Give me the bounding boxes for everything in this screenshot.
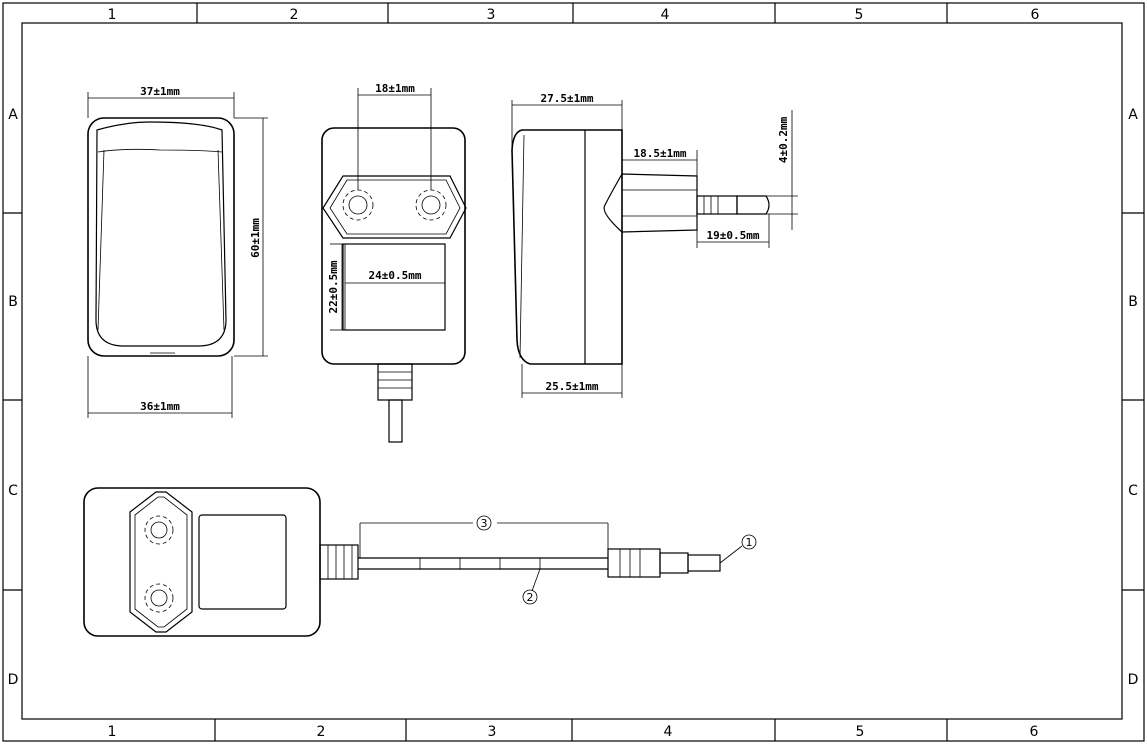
dim-pin-length: 19±0.5mm bbox=[707, 229, 760, 242]
balloon-1-circle bbox=[741, 534, 757, 550]
assembly-view bbox=[83, 487, 721, 637]
dim-label-height: 22±0.5mm bbox=[327, 260, 340, 313]
balloon-cable-length: 3 bbox=[481, 517, 488, 530]
row-label-left-b: B bbox=[8, 294, 18, 310]
dim-front-top-width: 37±1mm bbox=[140, 85, 180, 98]
side-view-dimensions: 27.5±1mm 25.5±1mm 18.5±1mm 19±0.5mm 4±0.… bbox=[511, 92, 798, 398]
balloon-3-circle bbox=[476, 515, 492, 531]
col-label-top-1: 1 bbox=[108, 7, 117, 23]
front-view bbox=[87, 117, 235, 357]
row-label-right-d: D bbox=[1128, 672, 1139, 688]
dim-pin-diameter: 4±0.2mm bbox=[777, 116, 790, 163]
col-label-top-5: 5 bbox=[855, 7, 864, 23]
front-view-dimensions: 37±1mm 36±1mm 60±1mm bbox=[87, 85, 268, 418]
col-label-top-6: 6 bbox=[1031, 7, 1040, 23]
balloon-cable: 2 bbox=[527, 591, 534, 604]
row-label-right-b: B bbox=[1128, 294, 1138, 310]
dim-front-bottom-width: 36±1mm bbox=[140, 400, 180, 413]
col-label-bottom-2: 2 bbox=[317, 724, 326, 740]
col-label-top-2: 2 bbox=[290, 7, 299, 23]
plug-face-view bbox=[321, 127, 467, 443]
row-label-left-d: D bbox=[8, 672, 19, 688]
row-label-right-c: C bbox=[1128, 483, 1138, 499]
dim-label-width: 24±0.5mm bbox=[369, 269, 422, 282]
col-label-top-4: 4 bbox=[661, 7, 670, 23]
plug-face-dimensions: 18±1mm 24±0.5mm 22±0.5mm bbox=[327, 82, 445, 331]
col-label-top-3: 3 bbox=[487, 7, 496, 23]
col-label-bottom-1: 1 bbox=[108, 724, 117, 740]
row-label-left-a: A bbox=[8, 107, 18, 123]
row-label-right-a: A bbox=[1128, 107, 1138, 123]
side-view bbox=[511, 129, 770, 365]
col-label-bottom-4: 4 bbox=[664, 724, 673, 740]
assembly-callouts: 3 1 2 bbox=[359, 515, 757, 605]
dim-side-top-depth: 27.5±1mm bbox=[541, 92, 594, 105]
dim-pin-base: 18.5±1mm bbox=[634, 147, 687, 160]
col-label-bottom-5: 5 bbox=[856, 724, 865, 740]
col-label-bottom-3: 3 bbox=[488, 724, 497, 740]
dim-side-bottom-depth: 25.5±1mm bbox=[546, 380, 599, 393]
balloon-2-circle bbox=[522, 589, 538, 605]
dim-front-height: 60±1mm bbox=[249, 218, 262, 258]
row-label-left-c: C bbox=[8, 483, 18, 499]
dim-pin-spacing: 18±1mm bbox=[375, 82, 415, 95]
balloon-connector: 1 bbox=[746, 536, 753, 549]
col-label-bottom-6: 6 bbox=[1030, 724, 1039, 740]
